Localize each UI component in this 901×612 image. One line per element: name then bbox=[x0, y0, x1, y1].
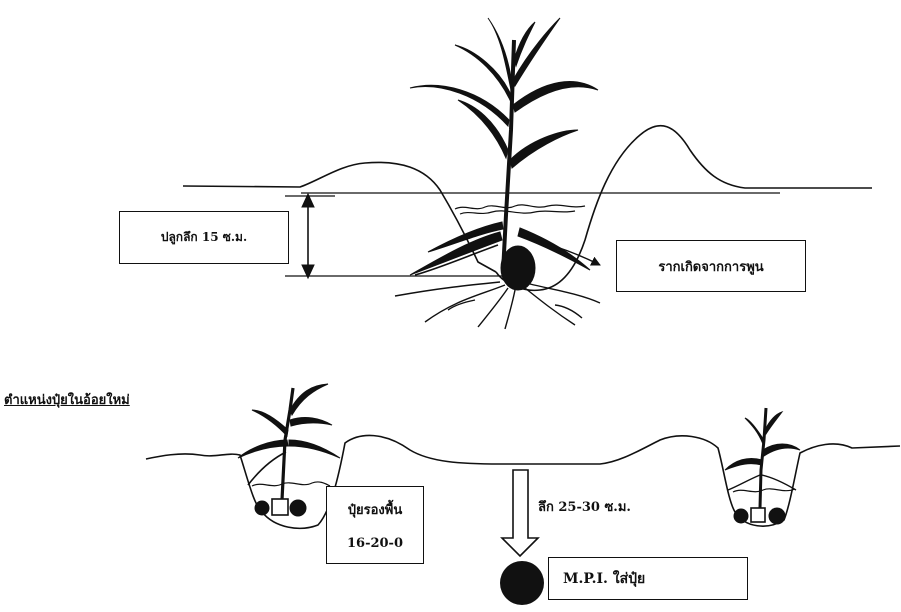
mpi-fertilizer-text: M.P.I. ใส่ปุ๋ย bbox=[563, 568, 645, 590]
section-title: ตำแหน่งปุ๋ยในอ้อยใหม่ bbox=[4, 389, 130, 410]
roots-from-hilling-label: รากเกิดจากการพูน bbox=[616, 240, 806, 292]
depth-arrow bbox=[302, 194, 314, 278]
deep-placement-label: ลึก 25-30 ซ.ม. bbox=[538, 496, 631, 517]
deep-placement-arrow bbox=[502, 470, 538, 556]
section-title-text: ตำแหน่งปุ๋ยในอ้อยใหม่ bbox=[4, 389, 130, 410]
mulch-layer bbox=[455, 205, 585, 214]
mpi-fertilizer-label: M.P.I. ใส่ปุ๋ย bbox=[548, 557, 748, 600]
base-fertilizer-formula: 16-20-0 bbox=[347, 536, 403, 551]
mpi-fertilizer-ball bbox=[500, 561, 544, 605]
planting-depth-label: ปลูกลึก 15 ซ.ม. bbox=[119, 211, 289, 264]
base-fertilizer-label: ปุ๋ยรองพื้น 16-20-0 bbox=[326, 486, 424, 564]
sugarcane-plant-top bbox=[395, 18, 600, 329]
deep-placement-text: ลึก 25-30 ซ.ม. bbox=[538, 496, 631, 517]
base-fertilizer-text: ปุ๋ยรองพื้น bbox=[348, 499, 402, 520]
planting-depth-text: ปลูกลึก 15 ซ.ม. bbox=[161, 228, 247, 247]
roots-from-hilling-text: รากเกิดจากการพูน bbox=[658, 256, 763, 277]
